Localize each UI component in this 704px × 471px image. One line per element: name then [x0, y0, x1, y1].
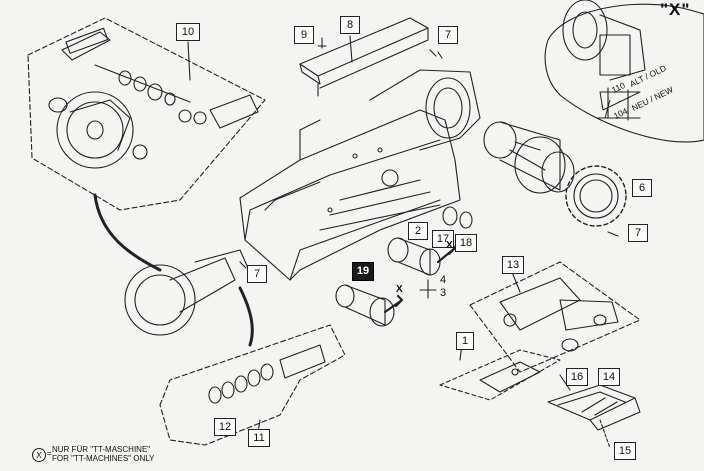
track-link-1 [439, 349, 561, 401]
group-13-box [469, 261, 641, 373]
callout-13: 13 [502, 256, 524, 274]
legend-footnote: NUR FÜR "TT-MASCHINE" FOR "TT-MACHINES" … [52, 445, 154, 463]
legend-line-en: FOR "TT-MACHINES" ONLY [52, 454, 155, 463]
tension-spring [208, 344, 326, 404]
bolt-3-4 [419, 279, 437, 299]
callout-9: 9 [294, 26, 314, 44]
sprocket-6 [565, 165, 627, 227]
bolt-9 [317, 37, 327, 49]
bolt-7-right [607, 231, 619, 237]
detail-x-view [544, 0, 704, 143]
bolt-7-top [429, 49, 443, 59]
callout-12: 12 [214, 418, 236, 436]
callout-1: 1 [456, 332, 474, 350]
arrow-19 [383, 294, 404, 314]
group-11-box [159, 324, 346, 446]
frame-plate-8 [299, 17, 429, 97]
group-10-box [27, 17, 266, 211]
x-mark-2: X [446, 240, 453, 251]
drive-motor [483, 121, 575, 194]
seal-rings-top [48, 64, 259, 160]
callout-2: 2 [408, 222, 428, 240]
track-shoe [547, 384, 641, 431]
legend-equals: = [47, 449, 52, 458]
callout-8: 8 [340, 16, 360, 34]
roller-2 [387, 237, 441, 276]
leader-line-b [238, 286, 254, 347]
callout-6: 6 [632, 179, 652, 197]
leader-10 [187, 41, 191, 81]
callout-10: 10 [176, 23, 200, 41]
leader-16 [559, 374, 571, 391]
label-4: 4 [440, 274, 447, 286]
callout-7-top: 7 [438, 26, 458, 44]
callout-7-left: 7 [247, 265, 267, 283]
callout-7-right: 7 [628, 224, 648, 242]
track-frame [239, 109, 461, 281]
label-3: 3 [440, 287, 447, 299]
roller-19 [335, 284, 395, 327]
spring-block-top [61, 27, 111, 61]
callout-18: 18 [455, 234, 477, 252]
leader-8 [349, 35, 353, 63]
detail-x-title: "X" [660, 0, 691, 19]
leader-15 [599, 419, 611, 449]
leader-line-a [93, 193, 162, 272]
idler-wheel-bottom [124, 249, 249, 336]
leader-13 [511, 271, 521, 293]
idler-wheel-top [56, 91, 134, 169]
legend-line-de: NUR FÜR "TT-MASCHINE" [52, 445, 151, 454]
callout-16: 16 [566, 368, 588, 386]
bolt-7-left [239, 261, 247, 269]
callout-17: 17 [432, 230, 454, 248]
track-link-13 [499, 277, 619, 352]
callout-14: 14 [598, 368, 620, 386]
dimension-lines [599, 91, 641, 119]
callout-11: 11 [248, 429, 270, 447]
x-mark-19: X [396, 284, 403, 295]
washer-17-18 [442, 206, 473, 229]
legend-x-symbol: X [32, 448, 46, 462]
callout-15: 15 [614, 442, 636, 460]
drive-housing [369, 69, 481, 151]
callout-19-selected: 19 [352, 262, 374, 281]
